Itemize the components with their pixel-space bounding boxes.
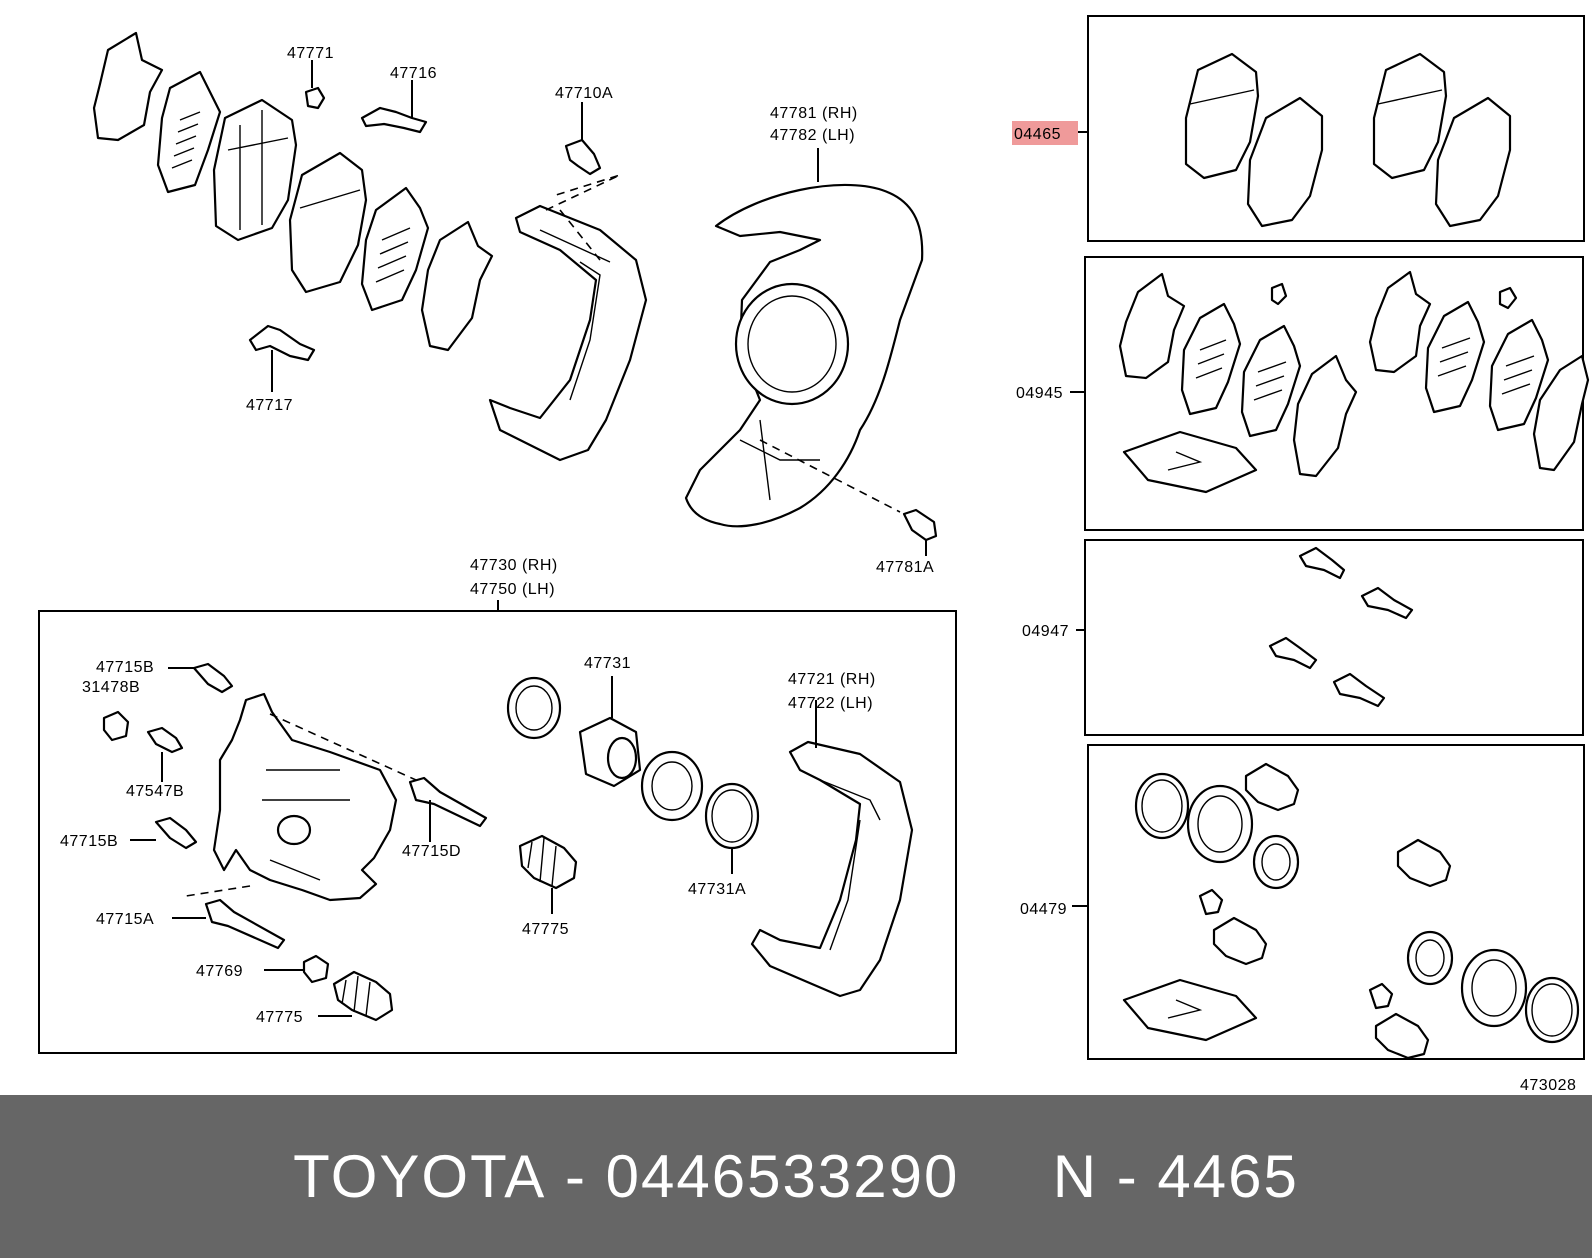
label-47771: 47771 — [287, 45, 334, 62]
bolt-47715B-upper — [168, 662, 234, 694]
label-47721-rh: 47721 (RH) — [788, 671, 876, 688]
label-47782-lh: 47782 (LH) — [770, 127, 855, 144]
highlight-04465 — [1012, 121, 1078, 145]
label-04479: 04479 — [1020, 901, 1067, 918]
slide-pin-47715A — [172, 898, 286, 950]
footer-code: 4465 — [1157, 1143, 1299, 1210]
disc-brake-dust-cover — [684, 148, 924, 528]
label-47775-upper: 47775 — [522, 921, 569, 938]
box-kit-04947 — [1084, 539, 1584, 736]
label-47781-rh: 47781 (RH) — [770, 105, 858, 122]
label-04465: 04465 — [1014, 126, 1061, 143]
anti-squeal-shim-inner — [156, 70, 222, 194]
kit-04945-shims — [1118, 270, 1590, 478]
label-47781A: 47781A — [876, 559, 934, 576]
anti-squeal-shim-inner-2 — [360, 186, 430, 312]
label-47715B-upper: 47715B — [96, 659, 154, 676]
label-04947: 04947 — [1022, 623, 1069, 640]
bolt-47781A — [902, 508, 938, 556]
grease-packet-04945 — [1122, 430, 1258, 494]
torque-plate-47721 — [750, 700, 914, 998]
label-47730-rh: 47730 (RH) — [470, 557, 558, 574]
label-47710A: 47710A — [555, 85, 613, 102]
label-47716: 47716 — [390, 65, 437, 82]
brake-pad-outer — [212, 98, 298, 242]
pad-clip-47771 — [304, 60, 326, 110]
bolt-47710A — [564, 102, 602, 176]
label-47715B-lower: 47715B — [60, 833, 118, 850]
anti-squeal-shim-outer — [92, 31, 164, 142]
piston-47731 — [578, 676, 642, 788]
bleeder-cap-31478B — [102, 710, 130, 742]
label-47715A: 47715A — [96, 911, 154, 928]
piston-seal — [506, 676, 562, 740]
bushing-47769 — [264, 954, 330, 984]
pad-spring-47716 — [360, 80, 428, 134]
label-47731: 47731 — [584, 655, 631, 672]
box-kit-04479 — [1087, 744, 1585, 1060]
box-kit-04465 — [1087, 15, 1585, 242]
anti-squeal-shim-outer-2 — [420, 220, 494, 352]
bolt-47715B-lower — [130, 816, 198, 850]
label-47769: 47769 — [196, 963, 243, 980]
parts-diagram: 47771 47716 47710A 47781 (RH) 47782 (LH)… — [38, 15, 1590, 1094]
boot-47775-upper — [518, 834, 578, 914]
footer-separator: - — [546, 1143, 606, 1210]
set-ring-47731A — [704, 782, 760, 874]
footer-part-number: 0446533290 — [605, 1143, 960, 1210]
boot-47775-lower — [318, 970, 394, 1022]
pad-spring-47717 — [248, 324, 316, 392]
torque-plate-top — [488, 174, 648, 462]
label-473028: 473028 — [1520, 1077, 1576, 1094]
footer-banner: TOYOTA - 0446533290 N - 4465 — [0, 1095, 1592, 1258]
caliper-cylinder — [185, 692, 417, 902]
label-47775-lower: 47775 — [256, 1009, 303, 1026]
label-47715D: 47715D — [402, 843, 461, 860]
kit-04465-pads — [1184, 52, 1512, 228]
label-04945: 04945 — [1016, 385, 1063, 402]
footer-brand: TOYOTA — [293, 1143, 547, 1210]
footer-gap — [959, 1142, 1052, 1211]
kit-04947-springs — [1268, 546, 1414, 708]
label-47750-lh: 47750 (LH) — [470, 581, 555, 598]
label-47717: 47717 — [246, 397, 293, 414]
grease-packet-04479 — [1122, 978, 1258, 1042]
kit-04479-seals — [1134, 762, 1580, 1060]
brake-pad-inner — [288, 151, 368, 294]
cylinder-boot — [640, 750, 704, 822]
footer-code-prefix: N - — [1052, 1143, 1158, 1210]
label-47731A: 47731A — [688, 881, 746, 898]
label-47722-lh: 47722 (LH) — [788, 695, 873, 712]
slide-pin-47715D — [408, 776, 488, 842]
bleeder-plug-47547B — [146, 726, 184, 782]
label-47547B: 47547B — [126, 783, 184, 800]
label-31478B: 31478B — [82, 679, 140, 696]
